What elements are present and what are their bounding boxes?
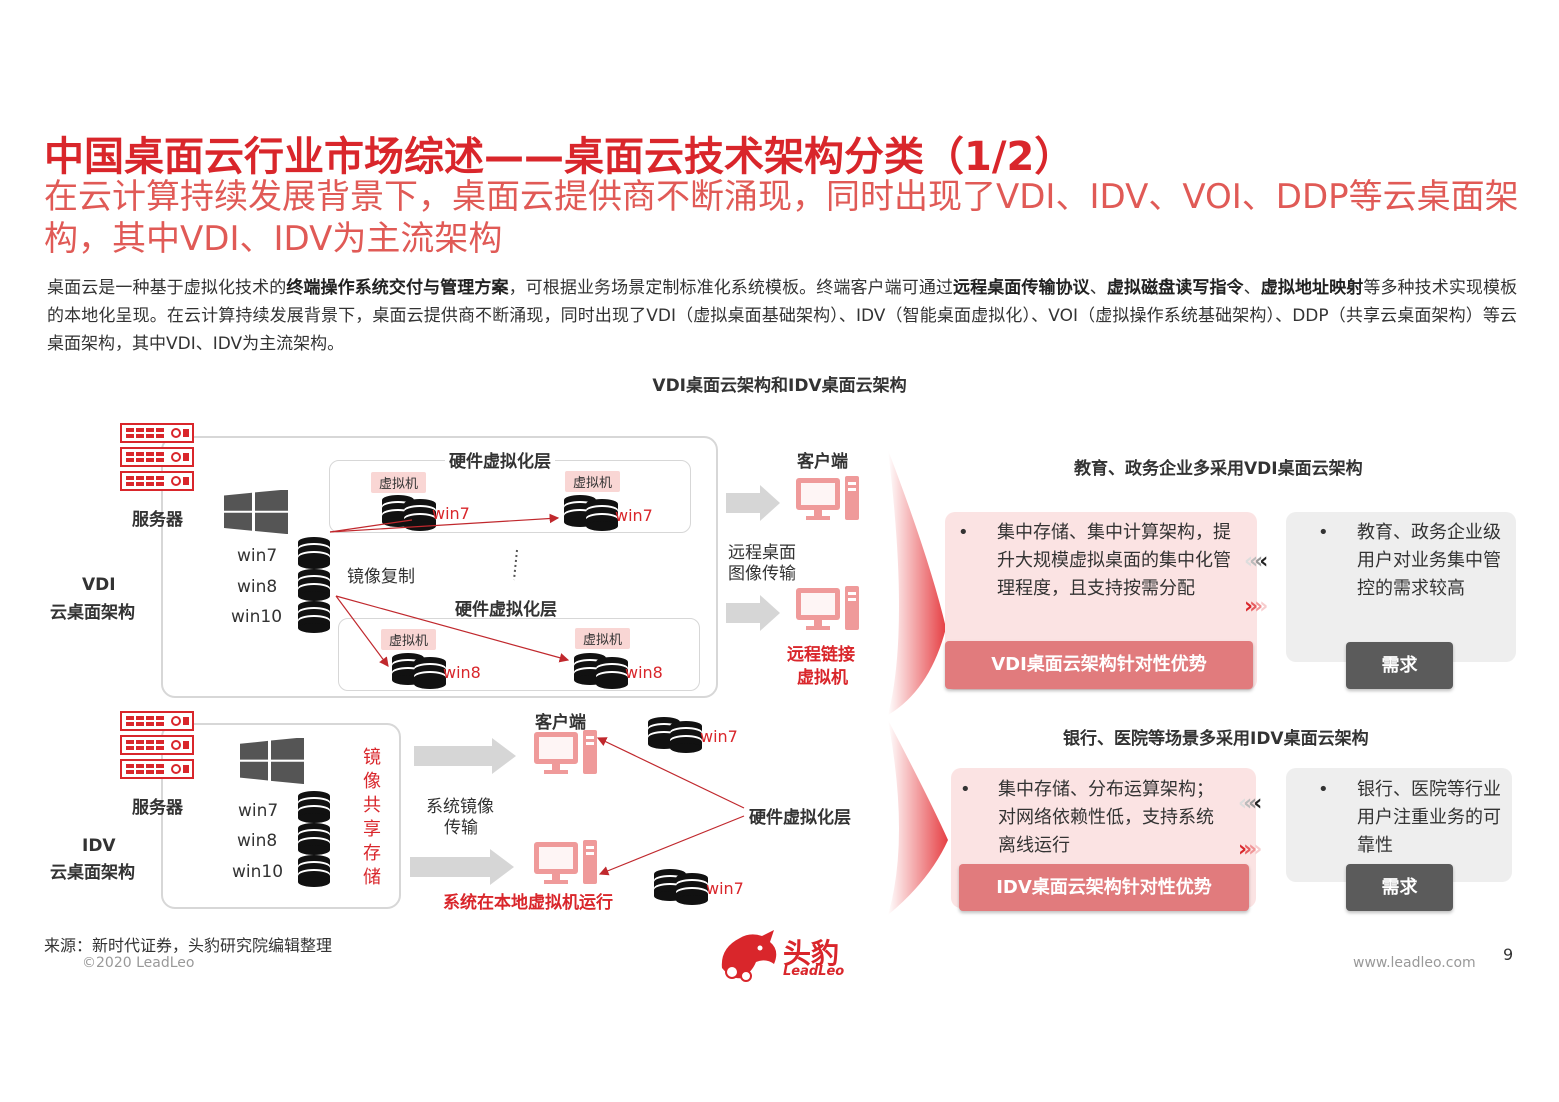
idv-win7-red-2: win7 bbox=[706, 879, 744, 898]
idv-client-label: 客户端 bbox=[535, 713, 586, 733]
logo-text-cn: 头豹 bbox=[783, 937, 840, 970]
idv-need-button: 需求 bbox=[1346, 864, 1453, 911]
idv-chevrons-right-icon: ›››› bbox=[1238, 837, 1262, 862]
vdi-vm-win8-2: win8 bbox=[625, 663, 663, 682]
vdi-mirror-copy-label: 镜像复制 bbox=[347, 567, 415, 587]
vdi-vm-db-icon-4 bbox=[572, 652, 632, 692]
vdi-client-pc-icon-2 bbox=[796, 586, 859, 630]
vdi-vm-tag-2: 虚拟机 bbox=[565, 471, 621, 492]
idv-image-db-icons bbox=[298, 791, 330, 887]
idv-local-vm-label: 系统在本地虚拟机运行 bbox=[443, 893, 613, 913]
vdi-vm-db-icon-1 bbox=[380, 494, 440, 534]
vdi-vm-win8-1: win8 bbox=[443, 663, 481, 682]
idv-arch-label-1: IDV bbox=[82, 836, 116, 856]
idv-windows-logo-icon bbox=[240, 738, 304, 784]
vdi-server-rack-icon bbox=[120, 423, 194, 491]
vdi-win8-label: win8 bbox=[237, 577, 278, 597]
idv-need-bullet: • bbox=[1318, 779, 1329, 800]
vdi-client-label: 客户端 bbox=[797, 452, 848, 472]
vdi-remote-label-2: 图像传输 bbox=[728, 564, 796, 584]
vdi-remote-label-1: 远程桌面 bbox=[728, 543, 796, 563]
vdi-need-text: 教育、政务企业级用户对业务集中管控的需求较高 bbox=[1357, 522, 1501, 599]
vdi-win7-label: win7 bbox=[237, 546, 278, 566]
vdi-hw-layer-top-label: 硬件虚拟化层 bbox=[445, 447, 555, 472]
vdi-vm-win7-1: win7 bbox=[432, 504, 470, 523]
idv-chevrons-left-icon: ‹‹‹‹ bbox=[1238, 791, 1262, 816]
vdi-image-db-icons bbox=[298, 537, 330, 633]
idv-shared-storage-label: 镜 像 共 享 存 储 bbox=[363, 747, 381, 888]
vdi-advantage-text: 集中存储、集中计算架构，提升大规模虚拟桌面的集中化管理程度，且支持按需分配 bbox=[997, 522, 1231, 599]
vdi-need-bullet: • bbox=[1318, 522, 1329, 543]
intro-paragraph: 桌面云是一种基于虚拟化技术的终端操作系统交付与管理方案，可根据业务场景定制标准化… bbox=[47, 278, 1518, 354]
vdi-arch-label-1: VDI bbox=[82, 575, 116, 595]
idv-win10-label: win10 bbox=[232, 862, 284, 882]
vdi-arch-label-2: 云桌面架构 bbox=[50, 603, 135, 623]
figure-title: VDI桌面云架构和IDV桌面云架构 bbox=[652, 376, 907, 396]
copyright: ©2020 LeadLeo bbox=[82, 955, 195, 971]
vdi-chevrons-right-icon: ›››› bbox=[1244, 594, 1268, 619]
idv-need-text: 银行、医院等行业用户注重业务的可靠性 bbox=[1357, 779, 1501, 856]
idv-hw-layer-label: 硬件虚拟化层 bbox=[749, 808, 851, 828]
idv-need-box bbox=[1286, 768, 1512, 882]
vdi-hw-layer-bottom-label: 硬件虚拟化层 bbox=[455, 600, 557, 620]
idv-server-rack-icon bbox=[120, 711, 194, 779]
idv-advantage-button: IDV桌面云架构针对性优势 bbox=[959, 864, 1249, 911]
vdi-vm-db-icon-2 bbox=[562, 494, 622, 534]
vdi-vm-win7-2: win7 bbox=[615, 506, 653, 525]
idv-advantage-text: 集中存储、分布运算架构；对网络依赖性低，支持系统离线运行 bbox=[998, 779, 1214, 856]
vdi-section-title: 教育、政务企业多采用VDI桌面云架构 bbox=[1074, 459, 1363, 479]
idv-win7-label: win7 bbox=[238, 801, 279, 821]
idv-db-icon-2 bbox=[652, 868, 712, 908]
vdi-vm-tag-3: 虚拟机 bbox=[381, 629, 437, 650]
vdi-advantage-bullet: • bbox=[958, 522, 969, 543]
vdi-win10-label: win10 bbox=[231, 607, 283, 627]
idv-advantage-bullet: • bbox=[960, 779, 971, 800]
logo-text-en: LeadLeo bbox=[783, 964, 845, 979]
idv-server-label: 服务器 bbox=[132, 798, 183, 818]
vdi-chevrons-left-icon: ‹‹‹‹ bbox=[1244, 549, 1268, 574]
vdi-remote-link-label-2: 虚拟机 bbox=[797, 668, 848, 688]
idv-section-title: 银行、医院等场景多采用IDV桌面云架构 bbox=[1063, 729, 1369, 749]
vdi-client-pc-icon-1 bbox=[796, 476, 859, 520]
vdi-need-button: 需求 bbox=[1346, 642, 1453, 689]
idv-arch-label-2: 云桌面架构 bbox=[50, 863, 135, 883]
idv-client-pc-icon-1 bbox=[534, 730, 597, 774]
idv-win8-label: win8 bbox=[237, 831, 278, 851]
vdi-need-box bbox=[1286, 512, 1516, 662]
vdi-windows-logo-icon bbox=[224, 490, 288, 534]
idv-client-pc-icon-2 bbox=[534, 840, 597, 884]
vdi-vm-db-icon-3 bbox=[390, 652, 450, 692]
idv-sys-mirror-label-2: 传输 bbox=[444, 818, 478, 838]
website-url: www.leadleo.com bbox=[1353, 955, 1476, 971]
idv-sys-mirror-label-1: 系统镜像 bbox=[426, 797, 494, 817]
vdi-vm-tag-1: 虚拟机 bbox=[371, 472, 427, 493]
leopard-logo-icon bbox=[721, 930, 777, 982]
page-title: 中国桌面云行业市场综述——桌面云技术架构分类（1/2） bbox=[44, 134, 1075, 180]
idv-win7-red-1: win7 bbox=[700, 727, 738, 746]
vdi-remote-link-label-1: 远程链接 bbox=[787, 645, 855, 665]
vdi-vm-tag-4: 虚拟机 bbox=[575, 628, 631, 649]
page-subtitle: 在云计算持续发展背景下，桌面云提供商不断涌现，同时出现了VDI、IDV、VOI、… bbox=[44, 177, 1519, 259]
vdi-server-label: 服务器 bbox=[132, 510, 183, 530]
vdi-advantage-button: VDI桌面云架构针对性优势 bbox=[945, 641, 1253, 689]
source-note: 来源：新时代证券，头豹研究院编辑整理 bbox=[44, 936, 333, 955]
page-number: 9 bbox=[1503, 945, 1514, 964]
idv-db-icon-1 bbox=[646, 716, 706, 756]
